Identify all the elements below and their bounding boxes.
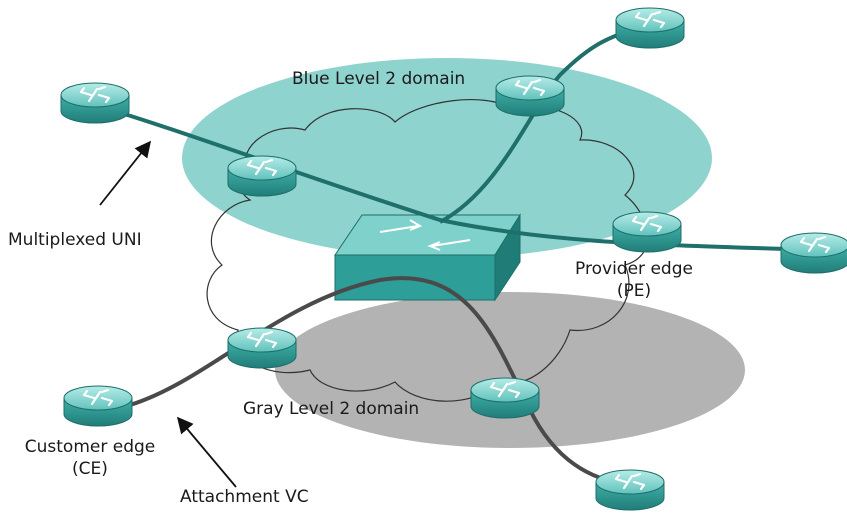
gray-domain-label: Gray Level 2 domain xyxy=(243,399,420,419)
multiplexed-uni-label: Multiplexed UNI xyxy=(8,230,142,250)
multiplexed-uni-arrow xyxy=(99,140,152,206)
attachment-vc-arrow xyxy=(176,416,237,488)
provider-edge-line1: Provider edge xyxy=(575,259,693,279)
router-icon xyxy=(59,81,131,125)
router-icon xyxy=(226,326,298,370)
router-icon xyxy=(594,468,666,512)
router-icon xyxy=(226,154,298,198)
router-icon xyxy=(494,74,566,118)
blue-domain-label: Blue Level 2 domain xyxy=(292,69,466,89)
router-icon xyxy=(611,210,683,254)
provider-network-cloud xyxy=(206,99,649,402)
customer-edge-line1: Customer edge xyxy=(24,437,156,457)
customer-edge-line2: (CE) xyxy=(72,459,108,479)
router-icon xyxy=(779,231,847,275)
attachment-vc-label: Attachment VC xyxy=(180,487,309,507)
provider-edge-line2: (PE) xyxy=(616,281,652,301)
router-icon xyxy=(614,6,686,50)
customer-edge-label: Customer edge (CE) xyxy=(20,436,160,480)
router-icon xyxy=(62,384,134,428)
provider-edge-label: Provider edge (PE) xyxy=(570,258,698,302)
router-icon xyxy=(469,376,541,420)
blue-level2-domain xyxy=(182,58,712,258)
